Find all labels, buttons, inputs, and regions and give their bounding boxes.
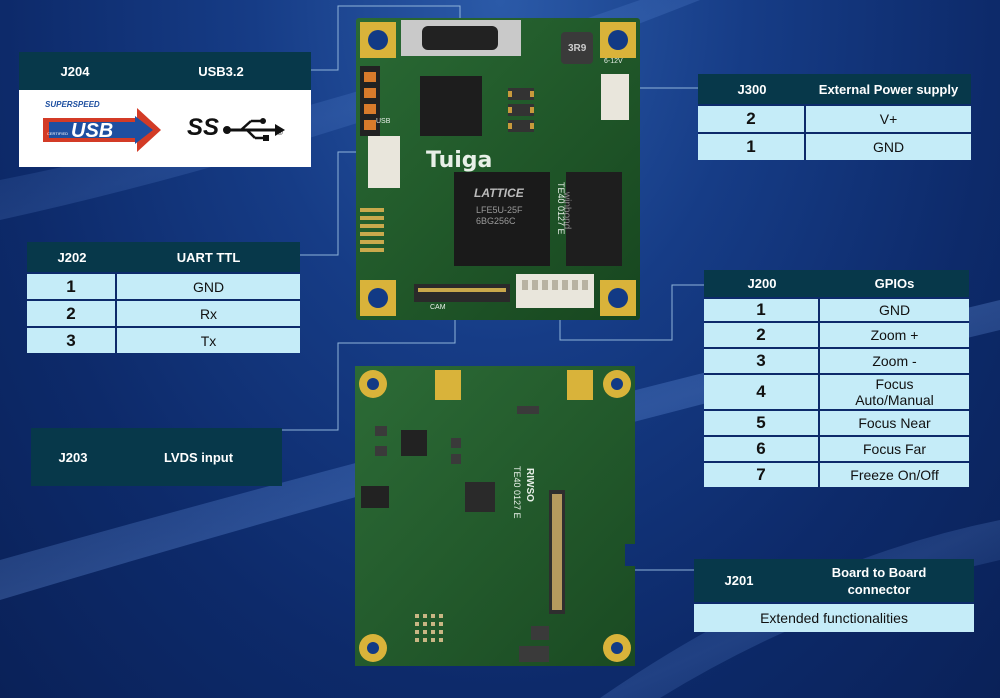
j300-table: J300 External Power supply 2 V+ 1 GND (698, 74, 971, 160)
j300-id: J300 (737, 81, 767, 97)
j203-id: J203 (58, 449, 88, 465)
j200-row: 1 GND (704, 297, 969, 321)
fpga-code-label: 6BG256C (476, 216, 516, 226)
superspeed-usb-logo: SUPERSPEED CERTIFIED USB (41, 100, 165, 156)
j200-row-num: 4 (704, 375, 820, 409)
j300-row: 1 GND (698, 132, 971, 160)
j202-row: 2 Rx (27, 299, 300, 326)
j300-row-val: V+ (879, 111, 898, 127)
usb-logos-box: SUPERSPEED CERTIFIED USB SS ® (19, 90, 311, 167)
j203-label: LVDS input (163, 449, 234, 465)
j200-row: 7 Freeze On/Off (704, 461, 969, 487)
j202-label: UART TTL (176, 249, 241, 265)
j201-table: J201 Board to Board connector Extended f… (694, 559, 974, 632)
j201-row: Extended functionalities (694, 602, 974, 632)
j201-header: J201 Board to Board connector (694, 559, 974, 602)
j202-row-val: GND (192, 278, 225, 295)
j200-row-val: Focus Near (858, 415, 931, 431)
j300-row-num: 1 (698, 134, 806, 160)
j202-id: J202 (57, 249, 87, 265)
j200-row: 3 Zoom - (704, 347, 969, 373)
j200-row: 4 Focus Auto/Manual (704, 373, 969, 409)
j200-row-num: 3 (704, 349, 820, 373)
fpga-part-label: LFE5U-25F (476, 205, 523, 215)
pcb-top-board (356, 18, 640, 320)
j200-row-val: GND (878, 302, 911, 318)
usb-trident-icon (223, 118, 285, 141)
j201-label: Board to Board connector (831, 564, 927, 597)
j200-table: J200 GPIOs 1 GND 2 Zoom + 3 Zoom - 4 Foc… (704, 270, 969, 487)
j204-label: USB3.2 (198, 63, 244, 79)
registered-icon: ® (277, 128, 283, 137)
j200-row-num: 1 (704, 299, 820, 321)
j200-label: GPIOs (874, 276, 915, 291)
j202-header: J202 UART TTL (27, 242, 300, 272)
j201-desc: Extended functionalities (760, 610, 908, 626)
j202-table: J202 UART TTL 1 GND 2 Rx 3 Tx (27, 242, 300, 353)
j300-row: 2 V+ (698, 104, 971, 132)
j202-row-val: Tx (200, 332, 217, 349)
board-part-label: TE40 0127 E (556, 182, 566, 235)
j202-row: 3 Tx (27, 326, 300, 353)
j200-row-val: Focus Auto/Manual (855, 376, 934, 408)
j200-row-val: Zoom - (872, 353, 917, 369)
j200-row: 2 Zoom + (704, 321, 969, 347)
j204-id: J204 (60, 63, 90, 79)
j200-row-val: Focus Far (862, 441, 926, 457)
bottom-board-brand: RIWSO (524, 468, 535, 502)
j200-row: 6 Focus Far (704, 435, 969, 461)
power-voltage-label: 6-12V (604, 58, 623, 65)
j203-table: J203 LVDS input (31, 428, 282, 486)
j300-row-num: 2 (698, 106, 806, 132)
j300-header: J300 External Power supply (698, 74, 971, 104)
j200-row: 5 Focus Near (704, 409, 969, 435)
j300-row-val: GND (872, 139, 905, 155)
j200-id: J200 (747, 276, 777, 291)
j203-header: J203 LVDS input (31, 428, 282, 486)
j204-table: J204 USB3.2 (19, 52, 311, 90)
j202-row-num: 2 (27, 301, 117, 326)
certified-text: CERTIFIED (47, 131, 69, 136)
board-brand-label: Tuiga (426, 148, 493, 173)
j200-row-val: Freeze On/Off (850, 467, 939, 483)
j200-header: J200 GPIOs (704, 270, 969, 297)
j200-row-num: 5 (704, 411, 820, 435)
superspeed-text: SUPERSPEED (45, 100, 100, 109)
j204-header: J204 USB3.2 (19, 52, 311, 90)
j200-row-val: Zoom + (870, 327, 919, 343)
j200-row-num: 6 (704, 437, 820, 461)
j201-id: J201 (724, 573, 754, 588)
usb-arrow-icon (43, 108, 161, 152)
usb-header-label: USB (376, 118, 391, 125)
j202-row: 1 GND (27, 272, 300, 299)
j202-row-num: 3 (27, 328, 117, 353)
ss-usb-logo: SS ® (187, 112, 297, 148)
j300-label: External Power supply (818, 81, 959, 97)
j202-row-num: 1 (27, 274, 117, 299)
j200-row-num: 7 (704, 463, 820, 487)
j202-row-val: Rx (199, 305, 218, 322)
inductor-label: 3R9 (568, 43, 587, 54)
pcb-bottom-board (355, 366, 635, 666)
fpga-brand-label: LATTICE (474, 186, 524, 200)
cam-connector-label: CAM (430, 304, 446, 311)
bottom-board-part: TE40 0127 E (512, 466, 522, 519)
usb-big-text: USB (71, 120, 114, 142)
ss-text: SS (187, 114, 220, 141)
j200-row-num: 2 (704, 323, 820, 347)
